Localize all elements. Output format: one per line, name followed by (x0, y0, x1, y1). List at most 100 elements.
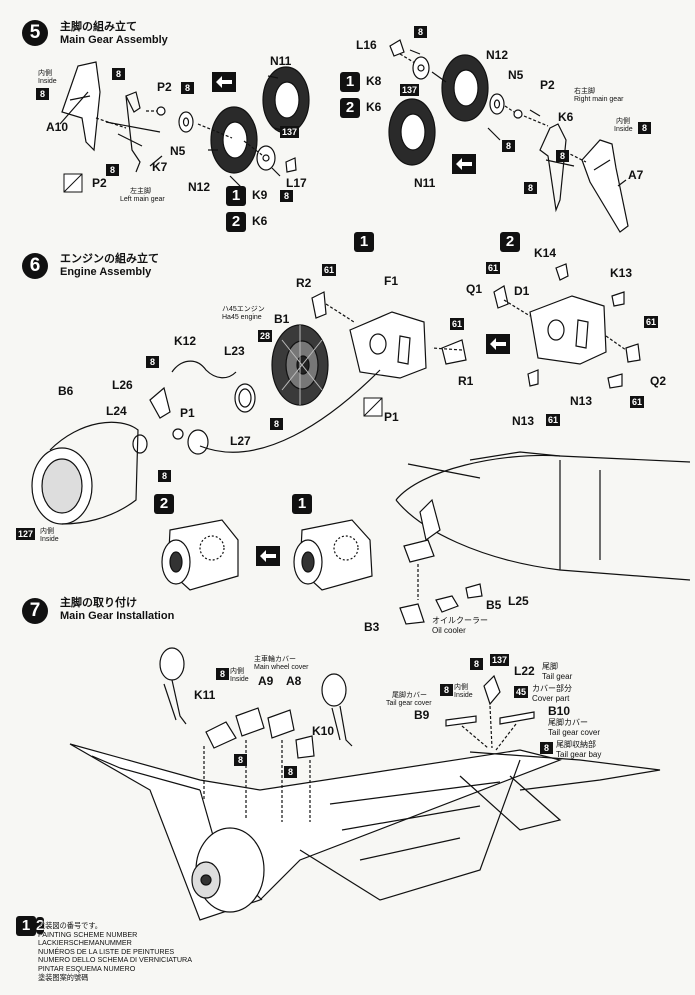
color-code: 28 (258, 330, 273, 342)
part-label: P2 (92, 176, 107, 190)
legend-line: PINTAR ESQUEMA NUMERO (38, 963, 136, 973)
note-inside-en: Inside (614, 126, 633, 133)
note-left-gear-en: Left main gear (120, 196, 165, 203)
note-inside-jp: 内側 (230, 668, 244, 675)
scheme-icon: 2 (340, 98, 360, 118)
note-inside-en: Inside (38, 78, 57, 85)
part-label: K6 (366, 100, 382, 114)
engine-b1-drawing (271, 324, 329, 406)
part-label: B3 (364, 620, 380, 634)
color-code: 8 (284, 766, 297, 778)
part-a7-drawing (581, 139, 629, 233)
part-label: L26 (112, 378, 133, 392)
scheme-icon: 2 (226, 212, 246, 232)
engine-option-2-drawing (161, 519, 239, 591)
color-code: 137 (490, 654, 510, 666)
part-label: N13 (512, 414, 535, 428)
part-label: K6 (558, 110, 574, 124)
note-tail-gear-cover-jp: 尾脚カバー (392, 692, 427, 699)
color-code: 8 (234, 754, 247, 766)
color-code: 8 (556, 150, 569, 162)
legend-line: NUMERO DELLO SCHEMA DI VERNICIATURA (38, 955, 193, 965)
part-label: A7 (628, 168, 644, 182)
color-code: 8 (36, 88, 49, 100)
part-label: B5 (486, 598, 502, 612)
note-inside-en: Inside (454, 692, 473, 699)
color-code: 61 (546, 414, 561, 426)
color-code: 8 (106, 164, 119, 176)
part-label: L24 (106, 404, 127, 418)
part-label: N5 (170, 144, 186, 158)
color-code: 8 (270, 418, 283, 430)
part-label: P2 (157, 80, 172, 94)
engine-option-1-drawing (293, 519, 373, 591)
note-right-gear-jp: 右主脚 (574, 88, 595, 95)
note-inside-jp: 内側 (454, 684, 468, 691)
note-inside-jp: 内側 (616, 118, 630, 125)
scheme-icon: 1 (292, 494, 312, 514)
note-right-gear-en: Right main gear (574, 96, 624, 103)
note-tail-gear-en: Tail gear (542, 672, 573, 681)
note-tail-gear-jp: 尾脚 (542, 662, 558, 671)
part-label: B1 (274, 312, 290, 326)
part-label: B10 (548, 704, 571, 718)
note-inside-en: Inside (40, 536, 59, 543)
legend-scheme-icons: 1 2 (16, 916, 46, 936)
part-label: K12 (174, 334, 197, 348)
color-code: 8 (414, 26, 427, 38)
part-label: L25 (508, 594, 529, 608)
cowling-b6-drawing (31, 421, 139, 525)
note-main-wheel-cover-jp: 主車輪カバー (254, 656, 296, 663)
scheme-icon: 1 (354, 232, 374, 252)
color-code: 61 (450, 318, 465, 330)
part-label: N13 (570, 394, 593, 408)
note-inside-en: Inside (230, 676, 249, 683)
color-code: 137 (280, 126, 300, 138)
legend-line: PAINTING SCHEME NUMBER (38, 929, 138, 939)
mount-f1-drawing (349, 311, 427, 379)
step-title-jp: 主脚の取り付け (60, 597, 137, 609)
scheme-icon: 2 (36, 917, 45, 934)
color-code: 8 (158, 470, 171, 482)
left-gear-strut (125, 91, 141, 173)
note-main-wheel-cover-en: Main wheel cover (254, 664, 309, 671)
note-tail-gear-cover-en: Tail gear cover (548, 728, 601, 737)
step-number: 5 (22, 20, 48, 46)
part-label: K7 (152, 160, 168, 174)
color-code: 8 (470, 658, 483, 670)
step-number: 6 (22, 253, 48, 279)
color-code: 8 (280, 190, 293, 202)
part-label: A10 (46, 120, 69, 134)
part-label: L22 (514, 664, 535, 678)
color-code: 8 (524, 182, 537, 194)
note-engine-en: Ha45 engine (222, 314, 262, 321)
note-cover-part-en: Cover part (532, 694, 570, 703)
part-label: N11 (414, 176, 436, 190)
fuselage-upper-drawing (395, 451, 691, 581)
legend-line: 塗装図の番号です。 (38, 921, 102, 930)
part-label: N12 (486, 48, 509, 62)
part-label: K8 (366, 74, 382, 88)
part-label: R1 (458, 374, 474, 388)
part-label: A9 (258, 674, 274, 688)
note-engine-jp: ハ45エンジン (222, 306, 265, 313)
color-code: 8 (638, 122, 651, 134)
step-title-en: Main Gear Installation (60, 610, 175, 622)
note-oil-cooler-en: Oil cooler (432, 626, 466, 635)
part-label: Q1 (466, 282, 483, 296)
part-label: Q2 (650, 374, 667, 388)
note-oil-cooler-jp: オイルクーラー (432, 616, 488, 625)
part-label: K10 (312, 724, 335, 738)
right-gear-strut (539, 123, 567, 213)
step-number: 7 (22, 598, 48, 624)
legend-line: 塗装图案的號碼 (38, 972, 89, 982)
color-code: 8 (502, 140, 515, 152)
part-label: K13 (610, 266, 633, 280)
mount-d1-drawing (529, 295, 607, 365)
part-a10-drawing (61, 61, 101, 152)
note-tail-gear-bay-en: Tail gear bay (556, 750, 602, 759)
part-label: B6 (58, 384, 74, 398)
part-label: B9 (414, 708, 430, 722)
part-label: L17 (286, 176, 307, 190)
